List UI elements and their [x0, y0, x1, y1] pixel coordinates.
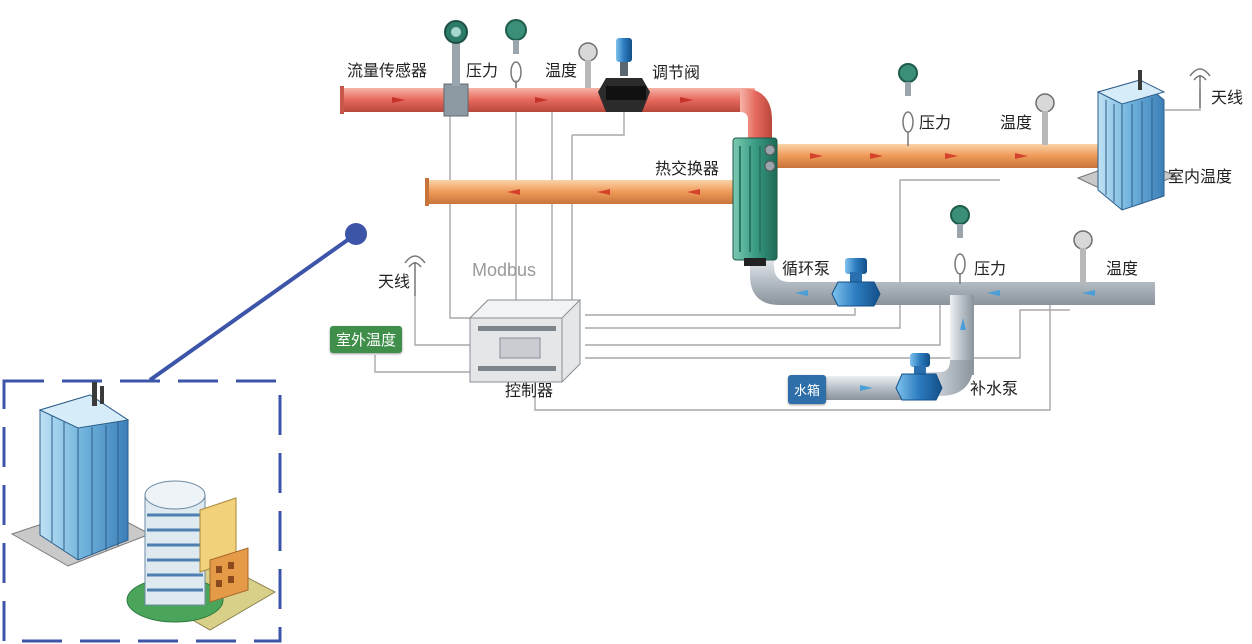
pressure-gauge-right: [898, 63, 918, 146]
secondary-supply-pipe: [775, 144, 1100, 168]
flow-sensor: [443, 20, 469, 117]
building-round-icon: [126, 480, 277, 631]
antenna-label-right: 天线: [1211, 88, 1244, 107]
antenna-label-left: 天线: [378, 272, 411, 291]
zoom-pointer: [148, 223, 367, 382]
hot-return-pipe: [425, 178, 735, 206]
temperature-sensor-lower: [1073, 230, 1093, 284]
temperature-label-top: 温度: [545, 61, 578, 80]
regulating-valve-label: 调节阀: [652, 63, 701, 82]
temperature-label-right: 温度: [1000, 113, 1033, 132]
heat-exchanger: [732, 137, 778, 266]
water-tank: 水箱: [788, 375, 827, 404]
pressure-label-lower: 压力: [974, 259, 1007, 278]
controller-label: 控制器: [505, 381, 554, 400]
flow-arrows: [392, 97, 1095, 391]
pressure-gauge-lower: [950, 205, 970, 284]
pressure-label-right: 压力: [919, 113, 952, 132]
makeup-pump: [895, 353, 943, 401]
hot-supply-pipe: [340, 86, 772, 150]
temperature-sensor-right: [1035, 93, 1055, 145]
building-tall-icon: [10, 382, 152, 567]
temperature-label-lower: 温度: [1106, 259, 1139, 278]
modbus-label: Modbus: [472, 260, 537, 280]
circulation-pump: [831, 258, 881, 307]
outdoor-temp-tag: 室外温度: [330, 326, 403, 353]
indoor-building-icon: [1076, 70, 1178, 211]
makeup-pump-label: 补水泵: [970, 379, 1019, 398]
antenna-left-icon: [404, 255, 426, 296]
temperature-sensor-top: [578, 42, 598, 88]
regulating-valve: [598, 38, 650, 112]
pressure-gauge-top: [505, 19, 527, 88]
antenna-right-icon: [1189, 68, 1211, 108]
indoor-temp-label: 室内温度: [1168, 167, 1233, 186]
signal-wiring: [374, 80, 1201, 411]
zoom-frame: [2, 379, 282, 643]
controller-plc: [468, 299, 582, 383]
pressure-label-top: 压力: [466, 61, 499, 80]
flow-sensor-label: 流量传感器: [347, 61, 428, 80]
circulation-pump-label: 循环泵: [782, 259, 831, 278]
heat-exchanger-label: 热交换器: [655, 159, 720, 178]
